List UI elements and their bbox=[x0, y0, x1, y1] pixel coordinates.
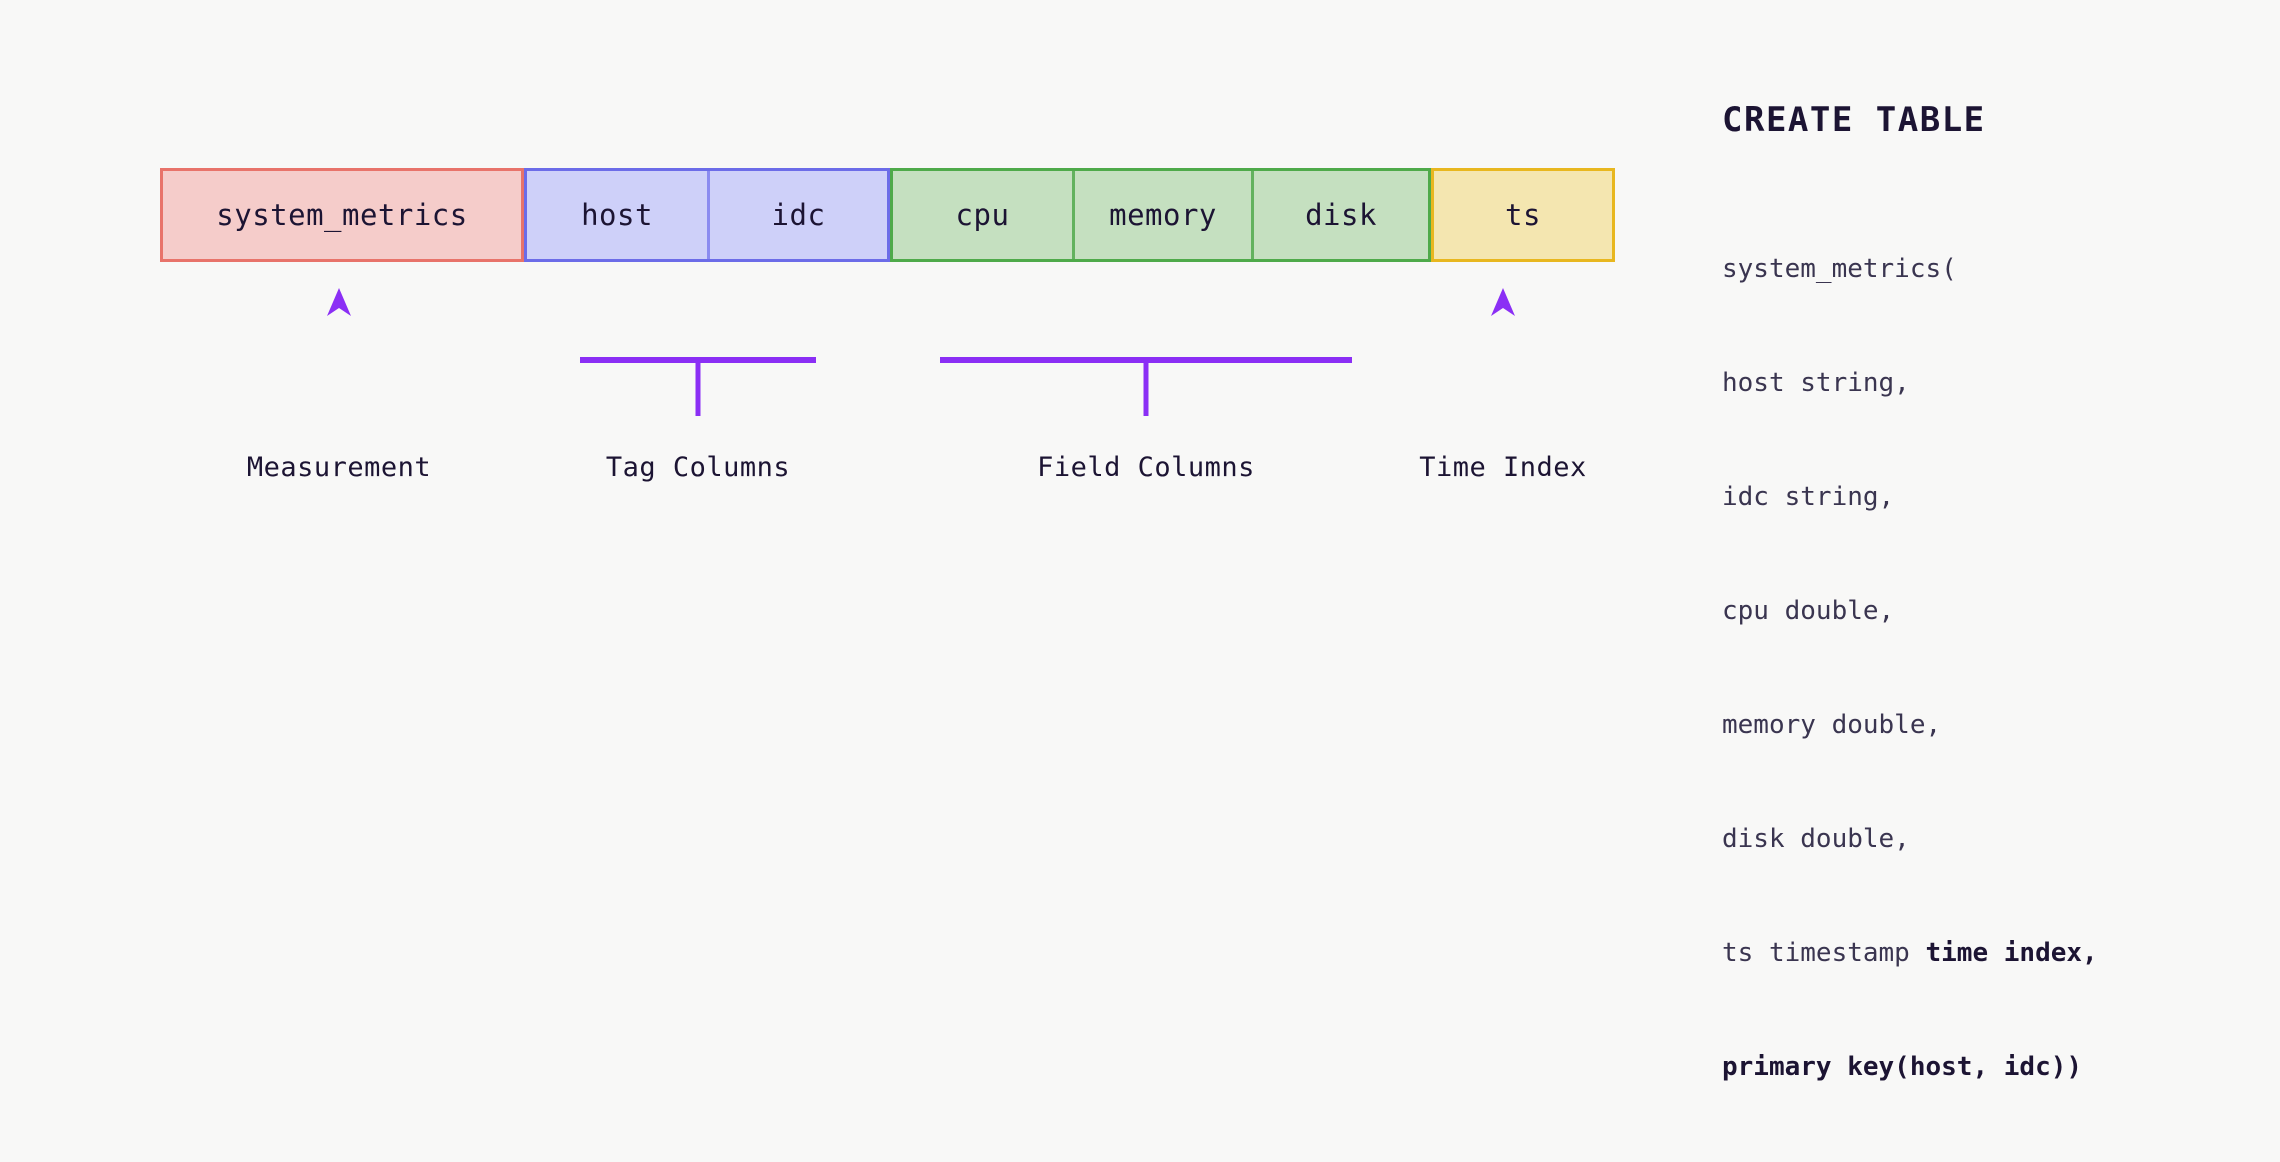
connector-bracket-tag-columns bbox=[580, 298, 816, 416]
diagram-canvas: system_metrics host idc cpu memory disk … bbox=[160, 100, 2098, 1082]
sql-line: host string, bbox=[1722, 368, 1910, 398]
annotation-label-time-index: Time Index bbox=[1419, 452, 1587, 483]
sql-line-time-index: ts timestamp time index, bbox=[1722, 938, 2098, 968]
connector-arrow-time-index bbox=[1491, 288, 1515, 395]
schema-cell-cpu[interactable]: cpu bbox=[955, 198, 1010, 232]
schema-group-field-columns: cpu memory disk bbox=[890, 168, 1431, 262]
schema-cell-host[interactable]: host bbox=[581, 198, 653, 232]
sql-line: cpu double, bbox=[1722, 596, 1895, 626]
sql-line: idc string, bbox=[1722, 482, 1895, 512]
sql-title: CREATE TABLE bbox=[1722, 100, 1986, 140]
schema-cell-memory[interactable]: memory bbox=[1072, 171, 1251, 259]
annotation-label-tag-columns: Tag Columns bbox=[605, 452, 791, 483]
sql-body: system_metrics( host string, idc string,… bbox=[1722, 174, 2242, 1162]
annotation-label-measurement: Measurement bbox=[246, 452, 432, 483]
sql-snippet: CREATE TABLE system_metrics( host string… bbox=[1722, 100, 2242, 1162]
schema-cell-ts[interactable]: ts bbox=[1505, 198, 1541, 232]
connector-arrow-measurement bbox=[327, 288, 351, 395]
schema-cell-disk[interactable]: disk bbox=[1251, 171, 1428, 259]
schema-group-time-index: ts bbox=[1431, 168, 1615, 262]
schema-group-tag-columns: host idc bbox=[524, 168, 890, 262]
schema-cell-system_metrics[interactable]: system_metrics bbox=[216, 198, 468, 232]
sql-line-primary-key: primary key(host, idc)) bbox=[1722, 1052, 2083, 1082]
sql-line: system_metrics( bbox=[1722, 254, 1957, 284]
sql-line: memory double, bbox=[1722, 710, 1942, 740]
schema-bar: system_metrics host idc cpu memory disk … bbox=[160, 168, 1615, 262]
schema-cell-idc[interactable]: idc bbox=[707, 171, 887, 259]
schema-group-measurement: system_metrics bbox=[160, 168, 524, 262]
sql-line: disk double, bbox=[1722, 824, 1910, 854]
connector-bracket-field-columns bbox=[940, 298, 1352, 416]
annotation-label-field-columns: Field Columns bbox=[1037, 452, 1255, 483]
